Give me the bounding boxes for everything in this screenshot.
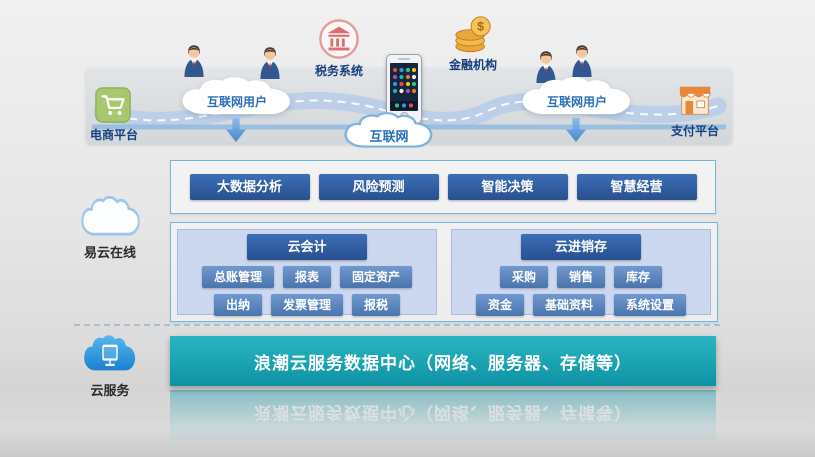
module-fixed-assets: 固定资产 [340, 266, 413, 288]
ecommerce-platform-icon [94, 86, 132, 124]
module-invoice-management: 发票管理 [270, 294, 343, 316]
cloud-accounting-header: 云会计 [247, 234, 367, 260]
module-funds: 资金 [475, 294, 524, 316]
module-procurement: 采购 [499, 266, 548, 288]
section-divider [74, 324, 720, 326]
phone-screen [390, 63, 418, 111]
datacenter-banner: 浪潮云服务数据中心（网络、服务器、存储等） [170, 336, 716, 386]
datacenter-banner-text: 浪潮云服务数据中心（网络、服务器、存储等） [254, 353, 632, 373]
module-big-data-analysis: 大数据分析 [189, 174, 310, 200]
yiyun-cloud-icon [80, 196, 142, 238]
internet-users-cloud-right: 互联网用户 [518, 76, 636, 118]
bank-building-icon [319, 19, 359, 59]
financial-institutions-label: 金融机构 [448, 58, 497, 72]
module-sales: 销售 [556, 266, 605, 288]
internet-users-cloud-left: 互联网用户 [178, 76, 296, 118]
inventory-row-2: 资金 基础资料 系统设置 [452, 294, 710, 316]
applications-box: 云会计 总账管理 报表 固定资产 出纳 发票管理 报税 云进销存 采购 销售 库… [170, 222, 718, 322]
gold-coins-icon: $ [455, 16, 491, 53]
internet-label: 互联网 [369, 128, 409, 144]
module-risk-prediction: 风险预测 [318, 174, 439, 200]
module-inventory: 库存 [614, 266, 663, 288]
datacenter-banner-reflection-text: 浪潮云服务数据中心（网络、服务器、存储等） [254, 403, 632, 423]
yiyun-section-label: 易云在线 [83, 245, 136, 260]
module-tax-filing: 报税 [352, 294, 401, 316]
cloud-with-monitor-icon [84, 335, 136, 371]
business-person-icon [572, 45, 592, 77]
accounting-row-1: 总账管理 报表 固定资产 [178, 266, 436, 288]
internet-users-left-label: 互联网用户 [206, 94, 267, 109]
business-person-icon [184, 45, 204, 77]
module-system-settings: 系统设置 [614, 294, 687, 316]
app-grid [390, 64, 418, 110]
module-intelligent-decision: 智能决策 [447, 174, 568, 200]
inventory-row-1: 采购 销售 库存 [452, 266, 710, 288]
cloud-inventory-panel: 云进销存 采购 销售 库存 资金 基础资料 系统设置 [451, 229, 711, 316]
internet-users-right-label: 互联网用户 [546, 94, 607, 109]
cloud-outline-icon [80, 196, 141, 236]
datacenter-banner-reflection: 浪潮云服务数据中心（网络、服务器、存储等） [170, 390, 716, 440]
tax-system-icon [318, 18, 360, 60]
cloud-service-icon [82, 334, 138, 374]
business-person-icon [260, 47, 280, 79]
payment-platform-label: 支付平台 [670, 124, 719, 138]
cloud-accounting-panel: 云会计 总账管理 报表 固定资产 出纳 发票管理 报税 [177, 229, 437, 316]
tax-system-label: 税务系统 [314, 64, 363, 78]
storefront-icon [679, 86, 711, 115]
accounting-row-2: 出纳 发票管理 报税 [178, 294, 436, 316]
financial-institutions-icon: $ [452, 14, 494, 54]
phone-speaker [398, 58, 410, 60]
module-general-ledger: 总账管理 [201, 266, 274, 288]
svg-text:$: $ [477, 20, 484, 34]
shopping-cart-icon [95, 87, 131, 123]
module-cashier: 出纳 [213, 294, 262, 316]
smartphone-icon [386, 54, 422, 124]
cloud-service-section-label: 云服务 [90, 383, 130, 398]
module-basic-data: 基础资料 [532, 294, 605, 316]
cloud-inventory-header: 云进销存 [521, 234, 641, 260]
module-smart-operation: 智慧经营 [576, 174, 697, 200]
payment-platform-icon [674, 82, 716, 120]
module-reports: 报表 [282, 266, 331, 288]
ecommerce-platform-label: 电商平台 [89, 128, 138, 142]
analytics-box: 大数据分析 风险预测 智能决策 智慧经营 [170, 160, 716, 214]
internet-cloud: 互联网 [342, 112, 436, 150]
